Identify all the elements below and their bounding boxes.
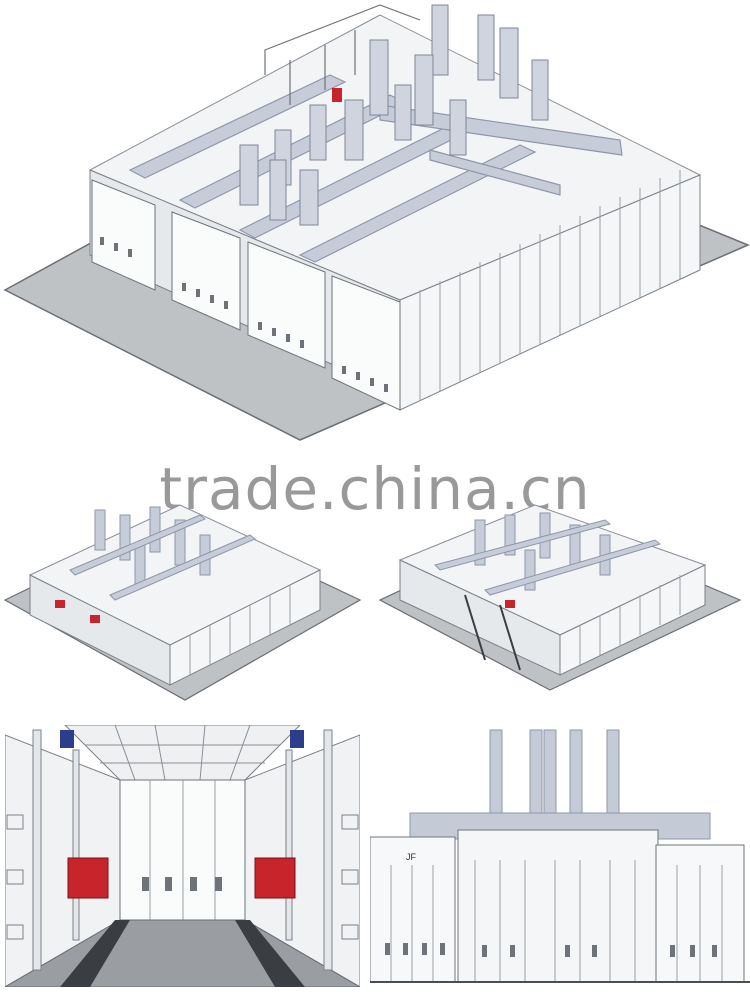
isometric-view-right (375, 485, 750, 710)
interior-perspective-view (5, 725, 360, 987)
right-lamp (290, 730, 304, 748)
interior-perspective-drawing (5, 725, 360, 987)
right-wall-seams (419, 170, 681, 400)
elevation-stacks (489, 729, 620, 819)
left-heater (67, 857, 109, 899)
door-mark-label: JF (406, 852, 417, 862)
booth-entrances (91, 179, 401, 411)
front-elevation-drawing: JF (370, 729, 750, 983)
left-lamp (60, 730, 74, 748)
steel-frame (264, 4, 421, 105)
isometric-view-left (0, 485, 370, 710)
isometric-view-right-drawing (378, 504, 742, 691)
isometric-overview-main (0, 0, 750, 450)
isometric-overview-drawing (3, 4, 750, 441)
front-elevation-view: JF (370, 725, 750, 987)
isometric-view-left-drawing (3, 504, 362, 701)
door-windows (100, 237, 388, 392)
right-heater (254, 857, 296, 899)
exhaust-stacks (239, 4, 549, 226)
red-heater-unit (332, 88, 342, 102)
